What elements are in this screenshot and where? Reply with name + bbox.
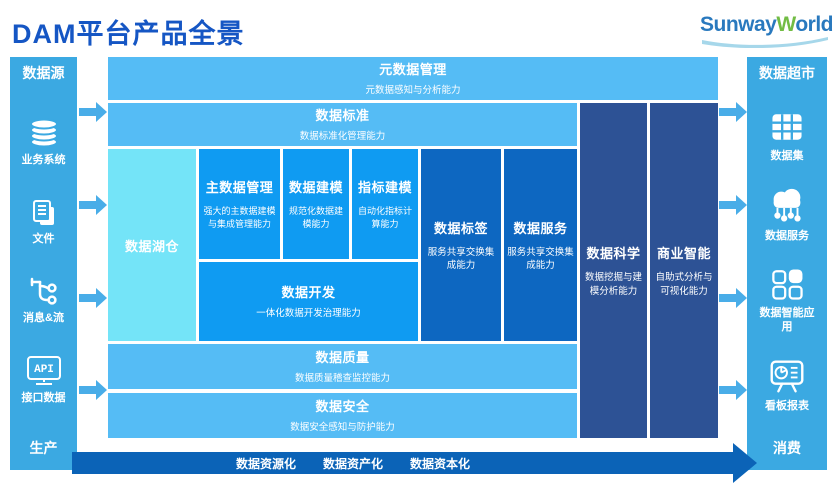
sidebar-item-data-intelligence-apps: 数据智能应用 — [755, 264, 819, 335]
left-arrow-icon — [79, 288, 107, 308]
logo-text-part2: W — [776, 13, 796, 36]
stream-icon — [30, 277, 57, 305]
block-data-modeling: 数据建模 规范化数据建模能力 — [283, 149, 349, 259]
sidebar-item-label: 消息&流 — [23, 311, 64, 324]
block-data-services: 数据服务 服务共享交换集成能力 — [504, 149, 577, 341]
block-title: 指标建模 — [357, 180, 412, 196]
block-subtitle: 强大的主数据建模与集成管理能力 — [203, 206, 276, 229]
sidebar-item-label: 文件 — [32, 232, 55, 245]
right-arrow-icon — [719, 102, 747, 122]
sidebar-item-label: 数据集 — [770, 150, 804, 163]
block-subtitle: 自动化指标计算能力 — [357, 206, 412, 229]
block-data-standard: 数据标准 数据标准化管理能力 — [108, 103, 577, 146]
logo-swoosh-icon — [702, 37, 828, 48]
left-arrow-icon — [79, 380, 107, 400]
block-metadata-management: 元数据管理 元数据感知与分析能力 — [108, 57, 718, 100]
sidebar-item-label: 看板报表 — [765, 399, 809, 412]
block-title: 主数据管理 — [205, 180, 274, 196]
right-sidebar-title: 数据超市 — [759, 65, 815, 81]
block-title: 数据服务 — [513, 220, 568, 236]
sidebar-item-business-systems: 业务系统 — [12, 115, 76, 168]
block-data-development: 数据开发 一体化数据开发治理能力 — [199, 262, 418, 341]
flow-label-resourcization: 数据资源化 — [236, 456, 297, 471]
block-title: 数据建模 — [288, 180, 343, 196]
flow-label-capitalization: 数据资本化 — [410, 456, 471, 471]
logo-text: SunwayWorld — [700, 13, 833, 36]
right-arrow-icon — [719, 380, 747, 400]
block-subtitle: 规范化数据建模能力 — [288, 206, 343, 229]
sidebar-item-label: 接口数据 — [21, 392, 66, 405]
logo-text-part1: Sunway — [700, 13, 777, 36]
api-icon-text: API — [34, 364, 54, 376]
block-subtitle: 数据安全感知与防护能力 — [290, 422, 395, 434]
block-title: 商业智能 — [656, 246, 711, 262]
block-subtitle: 数据质量稽查监控能力 — [294, 373, 390, 385]
page-title: DAM平台产品全景 — [12, 19, 245, 49]
right-sidebar-data-mart: 数据超市 数据集 — [747, 57, 827, 470]
block-subtitle: 一体化数据开发治理能力 — [256, 308, 361, 320]
block-subtitle: 数据挖掘与建模分析能力 — [584, 272, 642, 297]
apps-icon — [772, 269, 803, 300]
sidebar-item-datasets: 数据集 — [755, 107, 819, 164]
sidebar-item-label: 数据智能应用 — [759, 306, 815, 333]
sidebar-item-messages-streams: 消息&流 — [12, 275, 76, 326]
block-title: 数据质量 — [315, 350, 370, 366]
cloud-service-icon — [773, 188, 801, 222]
block-data-science: 数据科学 数据挖掘与建模分析能力 — [580, 103, 647, 438]
block-subtitle: 元数据感知与分析能力 — [365, 85, 461, 97]
left-sidebar-title: 数据源 — [22, 65, 65, 81]
right-sidebar-footer-consumption: 消费 — [773, 440, 801, 456]
sidebar-item-dashboard-reports: 看板报表 — [755, 355, 819, 414]
right-arrow-icon — [719, 195, 747, 215]
block-title: 数据科学 — [586, 246, 641, 262]
block-metric-modeling: 指标建模 自动化指标计算能力 — [352, 149, 418, 259]
left-arrow-icon — [79, 102, 107, 122]
block-subtitle: 服务共享交换集成能力 — [427, 246, 495, 271]
dataset-grid-icon — [772, 114, 802, 141]
left-sidebar-items: 业务系统 文件 — [10, 83, 77, 438]
right-sidebar-items: 数据集 数据服务 — [747, 83, 827, 438]
block-title: 元数据管理 — [379, 62, 447, 78]
block-data-tags: 数据标签 服务共享交换集成能力 — [421, 149, 501, 341]
left-arrow-icon — [79, 195, 107, 215]
block-title: 数据标准 — [315, 108, 370, 124]
right-arrow-icon — [719, 288, 747, 308]
block-title: 数据安全 — [315, 399, 370, 415]
block-data-lakehouse: 数据湖仓 — [108, 149, 196, 341]
block-title: 数据开发 — [281, 285, 336, 301]
block-subtitle: 数据标准化管理能力 — [299, 131, 386, 143]
bottom-flow-arrow-head-icon — [733, 443, 757, 483]
document-icon — [32, 199, 54, 225]
sidebar-item-data-services: 数据服务 — [755, 185, 819, 244]
bottom-flow-labels: 数据资源化 数据资产化 数据资本化 — [236, 452, 470, 474]
block-subtitle: 服务共享交换集成能力 — [507, 246, 574, 271]
sidebar-item-label: 数据服务 — [765, 229, 809, 242]
flow-label-assetization: 数据资产化 — [323, 456, 384, 471]
block-title: 数据标签 — [433, 220, 488, 236]
block-master-data-management: 主数据管理 强大的主数据建模与集成管理能力 — [199, 149, 280, 259]
api-monitor-icon: API — [26, 356, 61, 386]
block-business-intelligence: 商业智能 自助式分析与可视化能力 — [650, 103, 718, 438]
dashboard-icon — [770, 360, 804, 393]
logo-text-part3: orld — [795, 13, 833, 36]
block-title: 数据湖仓 — [124, 238, 179, 254]
sidebar-item-files: 文件 — [12, 196, 76, 247]
block-data-quality: 数据质量 数据质量稽查监控能力 — [108, 344, 577, 389]
block-subtitle: 自助式分析与可视化能力 — [655, 272, 713, 297]
block-data-security: 数据安全 数据安全感知与防护能力 — [108, 393, 577, 438]
sidebar-item-api-data: API 接口数据 — [12, 353, 76, 406]
sidebar-item-label: 业务系统 — [21, 154, 66, 166]
sunwayworld-logo: SunwayWorld — [700, 13, 833, 48]
left-sidebar-data-sources: 数据源 业务系统 文件 — [10, 57, 77, 470]
database-icon — [29, 118, 58, 148]
bottom-flow-arrow — [72, 452, 733, 474]
left-sidebar-footer-production: 生产 — [29, 440, 58, 456]
